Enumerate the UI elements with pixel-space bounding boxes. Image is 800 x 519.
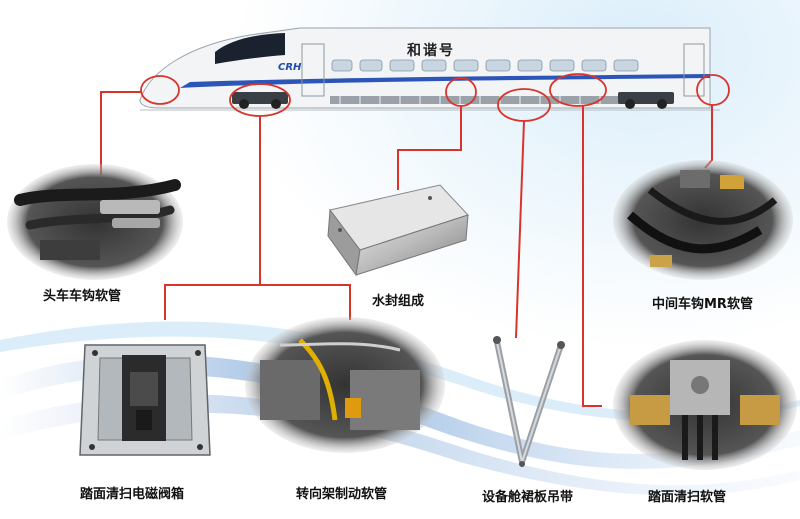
crh-train bbox=[139, 27, 720, 111]
bogie-brake-hose-photo bbox=[245, 317, 445, 453]
label-middle-coupler-mr-hose: 中间车钩MR软管 bbox=[652, 297, 753, 312]
middle-coupler-mr-hose-photo bbox=[613, 160, 793, 280]
label-head-coupler-hose: 头车车钩软管 bbox=[43, 289, 122, 304]
label-track-cleaner-valve-box: 踏面清扫电磁阀箱 bbox=[80, 487, 185, 502]
label-track-cleaner-hose: 踏面清扫软管 bbox=[648, 490, 727, 505]
head-coupler-hose-photo bbox=[7, 164, 183, 280]
leader-lines bbox=[100, 91, 713, 407]
skirt-panel-strap-photo bbox=[493, 336, 565, 467]
label-water-seal-assembly: 水封组成 bbox=[372, 294, 425, 309]
label-bogie-brake-hose: 转向架制动软管 bbox=[296, 487, 388, 502]
label-skirt-panel-strap: 设备舱裙板吊带 bbox=[482, 490, 574, 505]
track-cleaner-valve-box-photo bbox=[79, 344, 211, 456]
train-name: 和谐号 bbox=[407, 43, 455, 59]
track-cleaner-hose-photo bbox=[613, 340, 797, 470]
water-seal-assembly-photo bbox=[327, 184, 469, 277]
crh-logo: CRH bbox=[278, 62, 302, 73]
